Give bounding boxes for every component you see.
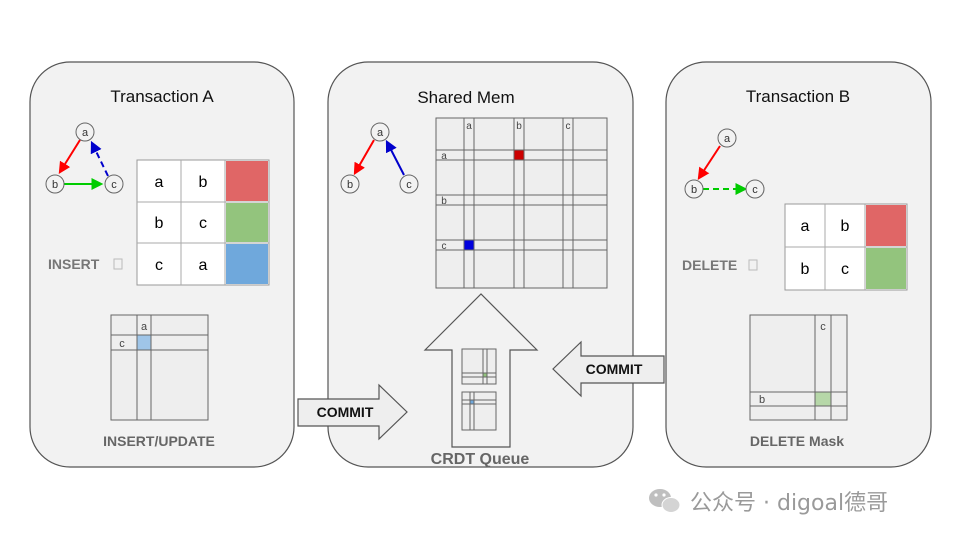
delete-label: DELETE — [682, 257, 737, 273]
matrix-cell-blue — [464, 240, 474, 250]
watermark: 公众号 · digoal德哥 — [649, 489, 888, 516]
panel-transaction-a: Transaction A a b c a b b c — [29, 61, 295, 468]
panel-title: Shared Mem — [417, 88, 514, 107]
table-cell: c — [841, 261, 849, 278]
edge-a-b — [697, 145, 721, 181]
table-cell: b — [801, 261, 810, 278]
matrix-caption: INSERT/UPDATE — [103, 433, 215, 449]
node-b — [45, 174, 65, 194]
queue-item — [461, 391, 497, 431]
matrix-row-label: c — [119, 338, 125, 350]
table-cell: a — [155, 174, 164, 191]
row-color-1 — [226, 203, 268, 242]
matrix-insert-update: a c — [110, 314, 209, 421]
row-label: a — [441, 151, 447, 162]
graph-b: a b c — [684, 128, 765, 199]
graph-a: a b c — [45, 122, 124, 194]
matrix-delete-mask: c b — [749, 314, 848, 421]
row-label: c — [442, 241, 447, 252]
queue-caption: CRDT Queue — [431, 451, 530, 468]
matrix-cell-highlight — [815, 392, 831, 406]
node-a-label: a — [724, 133, 731, 145]
table-cell: c — [199, 215, 207, 232]
commit-arrow-left: COMMIT — [297, 383, 408, 441]
node-b — [684, 179, 704, 199]
node-c — [399, 174, 419, 194]
queue-item — [461, 348, 497, 385]
commit-label: COMMIT — [586, 361, 643, 377]
node-b-label: b — [347, 179, 353, 191]
matrix-cell-red — [514, 150, 524, 160]
panel-title: Transaction A — [110, 87, 214, 106]
col-label: b — [516, 121, 522, 132]
node-a — [717, 128, 737, 148]
commit-label: COMMIT — [317, 404, 374, 420]
row-color-1 — [866, 248, 906, 289]
crdt-queue-arrow — [423, 293, 539, 448]
edge-c-a — [385, 139, 405, 176]
col-label: a — [466, 121, 472, 132]
table-cell: c — [155, 257, 163, 274]
node-b — [340, 174, 360, 194]
node-b-label: b — [691, 184, 697, 196]
matrix-col-label: a — [141, 321, 148, 333]
edge-a-b — [58, 139, 81, 175]
table-a: a b b c c a — [136, 159, 270, 286]
node-c — [745, 179, 765, 199]
panel-title: Transaction B — [746, 87, 850, 106]
col-label: c — [566, 121, 571, 132]
matrix-caption: DELETE Mask — [750, 433, 844, 449]
table-cell: a — [801, 218, 810, 235]
missing-glyph-icon — [113, 258, 123, 270]
table-cell: a — [199, 257, 208, 274]
node-c-label: c — [111, 179, 117, 191]
node-c-label: c — [406, 179, 412, 191]
table-cell: b — [841, 218, 850, 235]
row-color-2 — [226, 244, 268, 284]
table-cell: b — [155, 215, 164, 232]
shared-matrix: a b c a b c — [435, 117, 608, 289]
matrix-col-label: c — [820, 321, 826, 333]
wechat-icon — [649, 489, 681, 513]
matrix-cell-highlight — [137, 335, 151, 350]
node-b-label: b — [52, 179, 58, 191]
row-label: b — [441, 196, 447, 207]
matrix-row-label: b — [759, 394, 765, 406]
table-b: a b b c — [784, 203, 908, 291]
insert-label: INSERT — [48, 256, 100, 272]
table-cell: b — [199, 174, 208, 191]
node-c-label: c — [752, 184, 758, 196]
missing-glyph-icon — [748, 259, 758, 271]
watermark-text: 公众号 · digoal德哥 — [690, 491, 888, 516]
commit-arrow-right: COMMIT — [552, 340, 665, 398]
node-a-label: a — [377, 127, 384, 139]
panel-transaction-b: Transaction B a b c a b b c DELETE — [665, 61, 932, 468]
row-color-0 — [226, 161, 268, 201]
edge-c-a — [90, 140, 109, 177]
graph-shared: a b c — [340, 122, 419, 194]
node-c — [104, 174, 124, 194]
node-a — [75, 122, 95, 142]
node-a — [370, 122, 390, 142]
node-a-label: a — [82, 127, 89, 139]
row-color-0 — [866, 205, 906, 246]
edge-a-b — [353, 139, 375, 176]
